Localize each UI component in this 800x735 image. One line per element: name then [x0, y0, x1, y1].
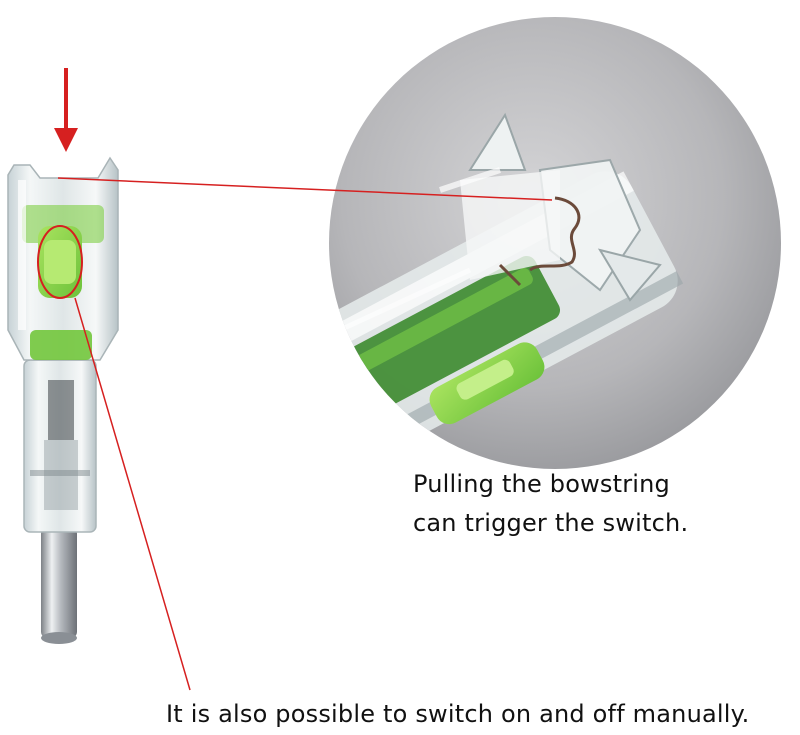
caption-bowstring-line2: can trigger the switch. [413, 509, 689, 537]
caption-bowstring-line1: Pulling the bowstring [413, 470, 670, 498]
zoom-circle [329, 17, 781, 469]
switch-highlight-ring [37, 225, 83, 299]
leader-line-to-zoom [57, 177, 553, 201]
leader-line-to-caption [74, 297, 191, 691]
annotation-arrow-down [54, 68, 78, 152]
lighted-nock-product [7, 156, 119, 644]
caption-manual-switch: It is also possible to switch on and off… [166, 700, 750, 728]
